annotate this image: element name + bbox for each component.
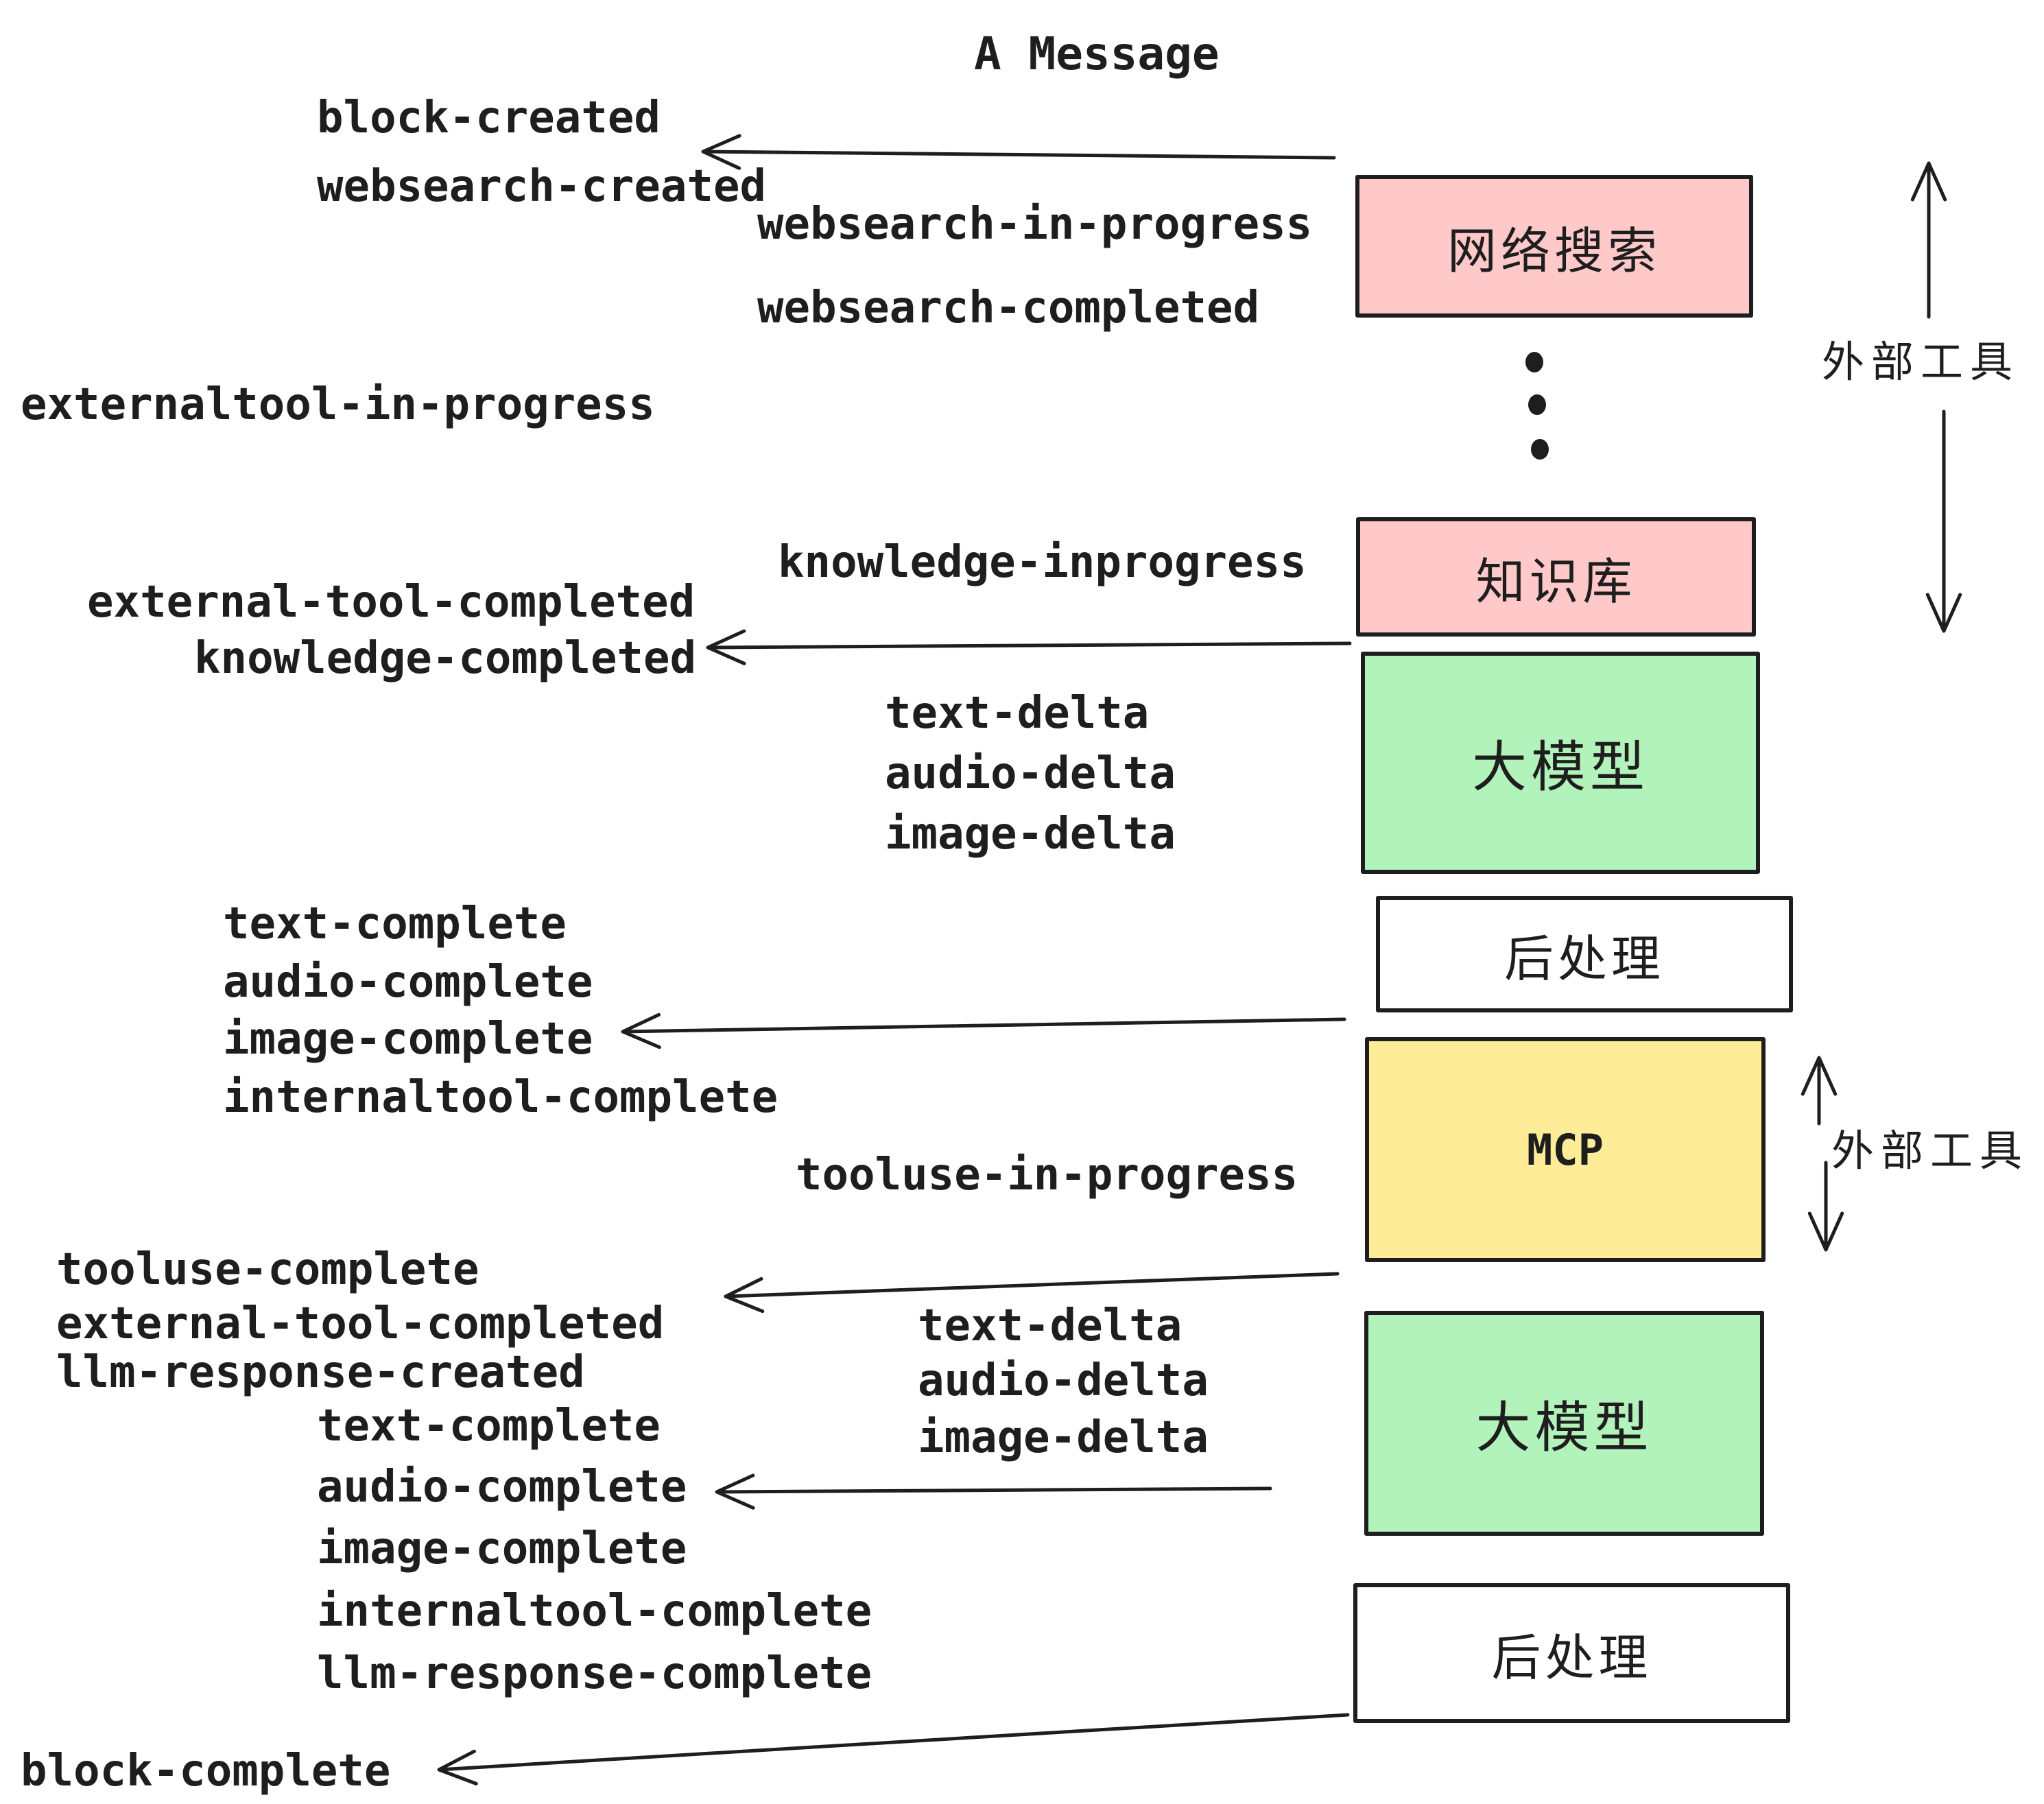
flow-box-knowledge: 知识库 (1356, 517, 1756, 637)
event-label-audio-complete-2: audio-complete (317, 1462, 687, 1512)
arrow-to-image-complete (621, 1012, 1346, 1049)
event-label-knowledge-completed: knowledge-completed (194, 633, 697, 684)
event-label-llm-response-complete: llm-response-complete (317, 1648, 872, 1699)
event-label-llm-response-created: llm-response-created (56, 1347, 585, 1398)
event-label-image-complete-2: image-complete (317, 1523, 687, 1574)
event-label-image-complete: image-complete (223, 1014, 593, 1065)
event-label-internaltool-complete: internaltool-complete (223, 1072, 779, 1123)
event-label-external-tool-completed-2: external-tool-completed (56, 1298, 665, 1349)
ellipsis-dot (1528, 394, 1546, 415)
flow-box-postprocess-1-label: 后处理 (1504, 931, 1665, 987)
event-label-text-complete: text-complete (223, 899, 567, 949)
event-label-externaltool-in-progress: externaltool-in-progress (21, 379, 655, 430)
flow-box-websearch-label: 网络搜索 (1447, 224, 1661, 279)
external-tools-up-arrow-2 (1801, 1056, 1838, 1126)
event-label-knowledge-inprogress: knowledge-inprogress (778, 537, 1307, 588)
event-label-text-complete-2: text-complete (317, 1401, 661, 1451)
event-label-websearch-in-progress: websearch-in-progress (757, 199, 1313, 250)
flow-box-postprocess-2-label: 后处理 (1491, 1630, 1652, 1686)
flow-box-postprocess-2: 后处理 (1353, 1583, 1790, 1723)
external-tools-up-arrow-1 (1910, 161, 1947, 319)
arrow-to-knowledge-completed (706, 629, 1352, 665)
flow-box-llm-1: 大模型 (1361, 652, 1760, 874)
page-title: A Message (974, 27, 1220, 80)
flow-box-llm-1-label: 大模型 (1472, 737, 1649, 798)
event-label-websearch-created: websearch-created (317, 161, 767, 212)
arrow-to-external-tool-completed (724, 1272, 1340, 1314)
event-label-text-delta: text-delta (885, 688, 1150, 739)
flow-box-mcp-label: MCP (1527, 1124, 1604, 1175)
external-tools-label-top: 外部工具 (1822, 339, 2020, 386)
ellipsis-dot (1525, 352, 1543, 372)
event-label-image-delta: image-delta (885, 809, 1176, 859)
external-tools-down-arrow-1 (1925, 410, 1962, 633)
event-label-audio-complete: audio-complete (223, 957, 593, 1008)
flow-box-mcp: MCP (1365, 1037, 1766, 1262)
event-label-internaltool-complete-2: internaltool-complete (317, 1586, 872, 1637)
event-label-tooluse-complete: tooluse-complete (56, 1244, 479, 1295)
flow-box-llm-2-label: 大模型 (1475, 1397, 1653, 1458)
arrow-to-audio-complete (715, 1473, 1272, 1510)
flow-box-knowledge-label: 知识库 (1475, 554, 1637, 610)
event-label-text-delta-2: text-delta (918, 1301, 1183, 1351)
external-tools-down-arrow-2 (1807, 1161, 1844, 1252)
event-label-tooluse-in-progress: tooluse-in-progress (796, 1150, 1298, 1200)
event-label-audio-delta-2: audio-delta (918, 1355, 1209, 1406)
event-label-audio-delta: audio-delta (885, 748, 1176, 799)
flow-box-websearch: 网络搜索 (1355, 175, 1753, 318)
event-label-external-tool-completed: external-tool-completed (87, 577, 696, 628)
flow-box-llm-2: 大模型 (1364, 1311, 1764, 1536)
flow-box-postprocess-1: 后处理 (1376, 896, 1793, 1012)
event-label-websearch-completed: websearch-completed (757, 283, 1260, 333)
arrow-to-websearch-created (701, 134, 1336, 170)
event-label-block-complete: block-complete (21, 1746, 391, 1796)
event-label-image-delta-2: image-delta (918, 1412, 1209, 1463)
external-tools-label-mid: 外部工具 (1831, 1128, 2030, 1175)
event-label-block-created: block-created (317, 93, 661, 143)
ellipsis-dot (1531, 439, 1549, 460)
arrow-to-block-complete (437, 1713, 1350, 1785)
